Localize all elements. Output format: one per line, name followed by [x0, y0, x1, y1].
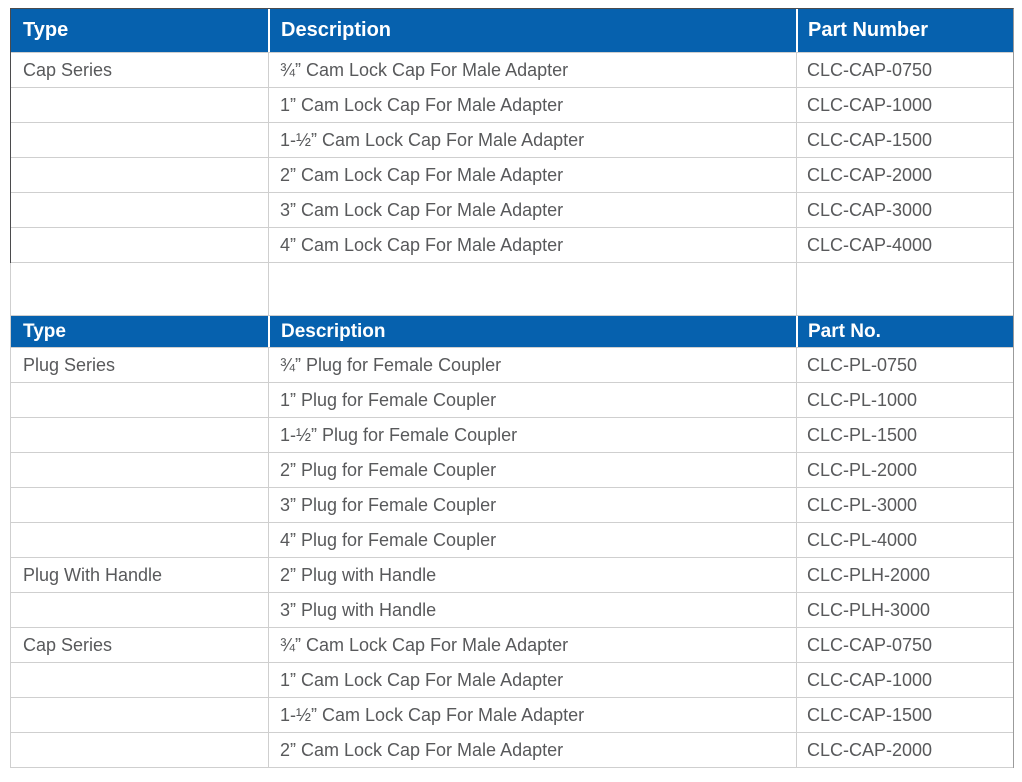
part-no-column-header: Part No. [796, 316, 1013, 347]
description-cell: 4” Plug for Female Coupler [268, 523, 796, 557]
table-row: 3” Plug with Handle CLC-PLH-3000 [11, 593, 1013, 628]
part-number-cell: CLC-CAP-1000 [796, 663, 1013, 697]
description-cell: ¾” Cam Lock Cap For Male Adapter [268, 53, 796, 87]
parts-catalog-sheet: Type Description Part Number Cap Series … [10, 8, 1014, 768]
part-number-cell: CLC-PL-4000 [796, 523, 1013, 557]
table-row: 2” Plug for Female Coupler CLC-PL-2000 [11, 453, 1013, 488]
table-row: Plug With Handle 2” Plug with Handle CLC… [11, 558, 1013, 593]
description-cell: 4” Cam Lock Cap For Male Adapter [268, 228, 796, 262]
description-cell: 1-½” Cam Lock Cap For Male Adapter [268, 123, 796, 157]
table-row: 3” Cam Lock Cap For Male Adapter CLC-CAP… [11, 193, 1013, 228]
table-row: 4” Plug for Female Coupler CLC-PL-4000 [11, 523, 1013, 558]
description-cell: ¾” Plug for Female Coupler [268, 348, 796, 382]
table-row: 2” Cam Lock Cap For Male Adapter CLC-CAP… [11, 158, 1013, 193]
table-row: 4” Cam Lock Cap For Male Adapter CLC-CAP… [11, 228, 1013, 263]
table-row: 1” Cam Lock Cap For Male Adapter CLC-CAP… [11, 88, 1013, 123]
part-number-column-header: Part Number [796, 9, 1013, 52]
spacer-part-cell [796, 263, 1013, 315]
table-spacer [10, 263, 1014, 316]
cap-series-table: Type Description Part Number Cap Series … [10, 8, 1014, 263]
type-cell [11, 383, 268, 417]
type-cell [11, 193, 268, 227]
type-cell: Plug Series [23, 354, 116, 375]
part-number-cell: CLC-CAP-0750 [796, 628, 1013, 662]
part-number-cell: CLC-CAP-2000 [796, 158, 1013, 192]
type-cell [11, 488, 268, 522]
table-row: Plug Series ¾” Plug for Female Coupler C… [11, 348, 1013, 383]
type-cell [11, 453, 268, 487]
plug-series-table-header: Type Description Part No. [11, 316, 1013, 348]
type-cell [11, 733, 268, 767]
description-column-header: Description [268, 316, 796, 347]
part-number-cell: CLC-CAP-0750 [796, 53, 1013, 87]
description-cell: 3” Plug with Handle [268, 593, 796, 627]
description-cell: 1-½” Cam Lock Cap For Male Adapter [268, 698, 796, 732]
table-row: 1” Cam Lock Cap For Male Adapter CLC-CAP… [11, 663, 1013, 698]
description-cell: ¾” Cam Lock Cap For Male Adapter [268, 628, 796, 662]
part-number-cell: CLC-CAP-2000 [796, 733, 1013, 767]
table-row: 2” Cam Lock Cap For Male Adapter CLC-CAP… [11, 733, 1013, 768]
description-cell: 1” Cam Lock Cap For Male Adapter [268, 663, 796, 697]
type-cell: Plug With Handle [23, 564, 163, 585]
type-cell [11, 698, 268, 732]
table-row: 1-½” Cam Lock Cap For Male Adapter CLC-C… [11, 123, 1013, 158]
part-number-cell: CLC-PL-1000 [796, 383, 1013, 417]
description-cell: 2” Cam Lock Cap For Male Adapter [268, 158, 796, 192]
description-column-header: Description [268, 9, 796, 52]
type-cell [11, 158, 268, 192]
part-number-cell: CLC-PL-2000 [796, 453, 1013, 487]
table-row: Cap Series ¾” Cam Lock Cap For Male Adap… [11, 53, 1013, 88]
type-cell [11, 418, 268, 452]
table-row: 1-½” Plug for Female Coupler CLC-PL-1500 [11, 418, 1013, 453]
cap-series-table-body: Cap Series ¾” Cam Lock Cap For Male Adap… [11, 53, 1013, 263]
type-cell [11, 123, 268, 157]
plug-series-table-body: Plug Series ¾” Plug for Female Coupler C… [11, 348, 1013, 768]
description-cell: 1” Plug for Female Coupler [268, 383, 796, 417]
spacer-row [11, 263, 1013, 316]
part-number-cell: CLC-PL-0750 [796, 348, 1013, 382]
type-cell: Cap Series [23, 59, 113, 80]
cap-series-table-header: Type Description Part Number [11, 9, 1013, 53]
description-cell: 1-½” Plug for Female Coupler [268, 418, 796, 452]
spacer-type-cell [11, 263, 268, 315]
part-number-cell: CLC-CAP-1500 [796, 698, 1013, 732]
table-row: 1” Plug for Female Coupler CLC-PL-1000 [11, 383, 1013, 418]
part-number-cell: CLC-PL-1500 [796, 418, 1013, 452]
table-row: 3” Plug for Female Coupler CLC-PL-3000 [11, 488, 1013, 523]
part-number-cell: CLC-CAP-1500 [796, 123, 1013, 157]
part-number-cell: CLC-CAP-1000 [796, 88, 1013, 122]
part-number-cell: CLC-CAP-3000 [796, 193, 1013, 227]
description-cell: 3” Plug for Female Coupler [268, 488, 796, 522]
type-column-header: Type [11, 316, 268, 347]
part-number-cell: CLC-PL-3000 [796, 488, 1013, 522]
description-cell: 3” Cam Lock Cap For Male Adapter [268, 193, 796, 227]
type-cell [11, 88, 268, 122]
type-cell [11, 663, 268, 697]
type-cell: Cap Series [23, 634, 113, 655]
part-number-cell: CLC-PLH-2000 [796, 558, 1013, 592]
type-cell [11, 523, 268, 557]
description-cell: 2” Plug with Handle [268, 558, 796, 592]
type-column-header: Type [11, 9, 268, 52]
part-number-cell: CLC-CAP-4000 [796, 228, 1013, 262]
description-cell: 1” Cam Lock Cap For Male Adapter [268, 88, 796, 122]
description-cell: 2” Plug for Female Coupler [268, 453, 796, 487]
type-cell [11, 593, 268, 627]
part-number-cell: CLC-PLH-3000 [796, 593, 1013, 627]
type-cell [11, 228, 268, 262]
spacer-description-cell [268, 263, 796, 315]
table-row: Cap Series ¾” Cam Lock Cap For Male Adap… [11, 628, 1013, 663]
table-row: 1-½” Cam Lock Cap For Male Adapter CLC-C… [11, 698, 1013, 733]
description-cell: 2” Cam Lock Cap For Male Adapter [268, 733, 796, 767]
plug-series-table: Type Description Part No. Plug Series ¾”… [10, 316, 1014, 768]
